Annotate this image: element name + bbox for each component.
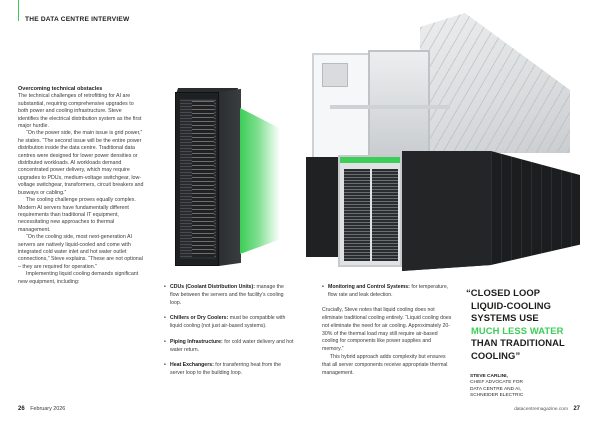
cdu-box xyxy=(322,63,348,87)
bullet-icon: • xyxy=(164,338,166,345)
bullet-icon: • xyxy=(164,284,166,290)
speaker-name: STEVE CARLINI, xyxy=(470,374,508,379)
server-rack-image xyxy=(175,88,241,266)
list-item: • CDUs (Coolant Distribution Units): man… xyxy=(164,284,284,306)
speaker-title: CHIEF ADVOCATE FOR xyxy=(470,380,523,386)
list-item: • Monitoring and Control Systems: for te… xyxy=(322,284,449,298)
accent-rule xyxy=(18,0,19,21)
quote-line: LIQUID-COOLING xyxy=(471,299,552,311)
overhead-frame xyxy=(420,13,570,153)
article-subheading: Overcoming technical obstacles xyxy=(18,86,103,92)
bullet-icon: • xyxy=(164,315,166,322)
list-item: • Piping Infrastructure: for cold water … xyxy=(164,338,294,353)
quote-highlight: MUCH LESS WATER xyxy=(471,324,564,336)
left-column: Overcoming technical obstacles The techn… xyxy=(18,86,144,286)
list-item: • Heat Exchangers: for transferring heat… xyxy=(164,362,282,377)
paragraph: Implementing liquid cooling demands sign… xyxy=(18,271,139,285)
section-title: THE DATA CENTRE INTERVIEW xyxy=(25,16,130,23)
rack-front xyxy=(175,92,219,266)
green-glow-decoration xyxy=(240,108,280,254)
paragraph: “On the power side, the main issue is gr… xyxy=(18,130,144,196)
list-item: • Chillers or Dry Coolers: must be compa… xyxy=(164,315,286,330)
bullet-icon: • xyxy=(164,362,166,369)
right-text-column: • Monitoring and Control Systems: for te… xyxy=(322,284,452,378)
rack-row-left xyxy=(306,157,338,257)
pull-quote: “CLOSED LOOP LIQUID-COOLING SYSTEMS USE … xyxy=(466,287,596,362)
page-number: 26 xyxy=(18,406,25,412)
footer-left: 26 February 2026 xyxy=(18,406,65,412)
door-pane xyxy=(372,169,398,261)
quote-line: THAN TRADITIONAL xyxy=(471,337,565,348)
quote-line: SYSTEMS USE xyxy=(471,312,539,323)
quote-line: “CLOSED LOOP xyxy=(466,287,541,298)
page-number: 27 xyxy=(573,406,580,412)
speaker-title: DATA CENTRE AND AI, xyxy=(470,386,521,392)
aisle-door xyxy=(338,155,402,267)
footer-right: datacentremagazine.com 27 xyxy=(514,406,580,412)
paragraph: The cooling challenge proves equally com… xyxy=(18,197,136,233)
paragraph: “On the cooling side, most next-generati… xyxy=(18,234,143,270)
equipment-list: • CDUs (Coolant Distribution Units): man… xyxy=(164,284,294,386)
paragraph: Crucially, Steve notes that liquid cooli… xyxy=(322,306,452,353)
issue-date: February 2026 xyxy=(30,406,66,412)
quote-line: COOLING” xyxy=(471,349,521,361)
data-centre-pod-image xyxy=(290,5,590,271)
rack-side xyxy=(219,88,241,266)
speaker-company: SCHNEIDER ELECTRIC xyxy=(470,392,524,398)
rack-cables xyxy=(192,101,214,257)
paragraph: The technical challenges of retrofitting… xyxy=(18,93,142,130)
rack-row-right xyxy=(402,151,580,271)
website-link[interactable]: datacentremagazine.com xyxy=(514,407,568,412)
cable-tray xyxy=(330,105,450,109)
quote-attribution: STEVE CARLINI, CHIEF ADVOCATE FOR DATA C… xyxy=(470,374,523,399)
green-banner xyxy=(340,157,400,163)
paragraph: This hybrid approach adds complexity but… xyxy=(322,354,448,377)
door-pane xyxy=(344,169,370,261)
bullet-icon: • xyxy=(322,284,324,290)
